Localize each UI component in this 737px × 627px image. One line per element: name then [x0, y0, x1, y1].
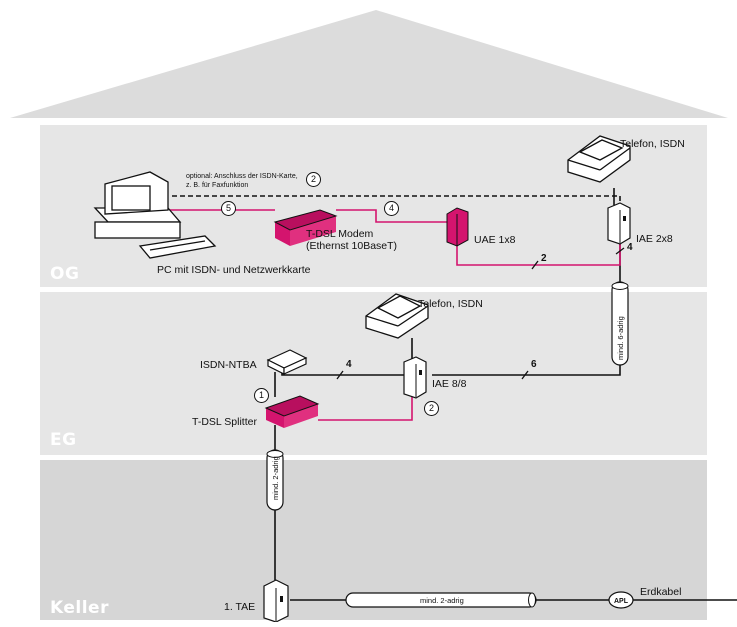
- tae-label: 1. TAE: [224, 601, 256, 613]
- cable-vertical-eg-keller: [266, 449, 284, 511]
- phone-og-icon: [567, 135, 631, 183]
- tdsl-modem-icon: [273, 209, 338, 246]
- uae-label: UAE 1x8: [474, 234, 516, 246]
- phone-og-label: Telefon, ISDN: [620, 138, 685, 150]
- phone-eg-icon: [365, 293, 429, 339]
- wire-count-og-uae-iae: 2: [541, 253, 547, 264]
- wire-count-og-iae-down: 4: [627, 242, 633, 253]
- cable-vertical-og-eg: [611, 281, 629, 366]
- floor-label-og: OG: [50, 264, 80, 284]
- pc-label: PC mit ISDN- und Netzwerkkarte: [157, 264, 311, 276]
- cable-og-eg-label: mind. 6-adrig: [616, 316, 625, 360]
- iae-og-label: IAE 2x8: [636, 233, 673, 245]
- phone-eg-label: Telefon, ISDN: [418, 298, 483, 310]
- modem-label-line1: T-DSL Modem: [306, 228, 374, 240]
- pc-icon: [93, 171, 217, 259]
- iae-og-socket-icon: [607, 202, 631, 245]
- cable-eg-keller-label: mind. 2-adrig: [271, 456, 280, 500]
- ntba-label: ISDN-NTBA: [200, 359, 257, 371]
- ntba-icon: [266, 349, 308, 375]
- iae-eg-socket-icon: [403, 356, 427, 399]
- optional-note-line1: optional: Anschluss der ISDN-Karte,: [186, 173, 298, 180]
- cable-horizontal-keller: [345, 592, 537, 608]
- splitter-label: T-DSL Splitter: [192, 416, 257, 428]
- erdkabel-label: Erdkabel: [640, 586, 682, 598]
- tdsl-splitter-icon: [264, 395, 320, 428]
- wire-count-slashes: [336, 247, 625, 380]
- connection-number-2-og: 2: [306, 172, 321, 187]
- apl-icon: APL: [608, 591, 634, 609]
- connection-number-2-eg: 2: [424, 401, 439, 416]
- connection-number-5: 5: [221, 201, 236, 216]
- modem-label: T-DSL Modem (Ethernst 10BaseT): [306, 228, 397, 252]
- floor-label-eg: EG: [50, 430, 77, 450]
- svg-text:APL: APL: [614, 598, 629, 605]
- uae-socket-icon: [446, 207, 469, 247]
- cable-keller-label: mind. 2-adrig: [420, 596, 464, 605]
- wire-count-eg-iae-riser: 6: [531, 359, 537, 370]
- optional-note: optional: Anschluss der ISDN-Karte, z. B…: [186, 172, 298, 190]
- tae-socket-icon: [263, 579, 289, 623]
- roof: [10, 10, 728, 118]
- wire-count-eg-ntba-iae: 4: [346, 359, 352, 370]
- connection-number-4: 4: [384, 201, 399, 216]
- iae-eg-label: IAE 8/8: [432, 378, 467, 390]
- optional-note-line2: z. B. für Faxfunktion: [186, 182, 249, 190]
- connection-number-1: 1: [254, 388, 269, 403]
- floor-label-keller: Keller: [50, 598, 109, 618]
- modem-label-line2: (Ethernst 10BaseT): [306, 240, 398, 253]
